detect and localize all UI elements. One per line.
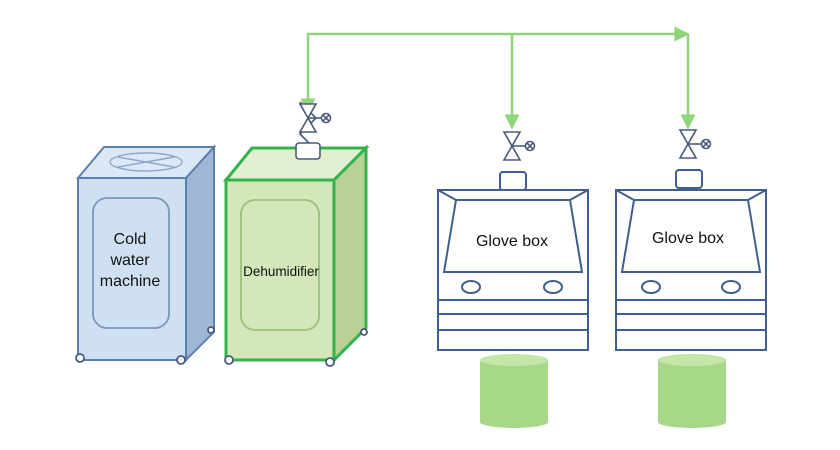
dehumidifier-port (295, 142, 321, 160)
dehumidifier-door (240, 199, 320, 331)
glove-port-icon (641, 280, 661, 294)
cold-machine-label-line1: Cold (114, 231, 147, 248)
glovebox-1-port (499, 171, 527, 191)
valve-glovebox-2 (678, 129, 712, 159)
pipe-network (300, 26, 696, 130)
cold-water-machine: Cold water machine (75, 144, 217, 365)
pipe-main-header (300, 26, 690, 114)
fan-icon (109, 152, 183, 172)
valve-glovebox-1 (502, 131, 536, 161)
glove-port-icon (461, 280, 481, 294)
glovebox-2-port (675, 169, 703, 189)
glovebox-1-label: Glove box (476, 233, 548, 250)
dehumidifier-label: Dehumidifier (243, 264, 319, 279)
glove-box-1: Glove box (437, 171, 589, 351)
cold-machine-label-line3: machine (100, 273, 161, 290)
glove-port-icon (721, 280, 741, 294)
dehumidifier-side (332, 144, 368, 364)
glovebox-2-label: Glove box (652, 230, 724, 247)
valve-dehumidifier (298, 103, 332, 133)
glovebox-1-window (442, 199, 584, 273)
valve-icon (298, 103, 332, 133)
glove-box-2: Glove box (615, 169, 767, 351)
glovebox-2-window (620, 199, 762, 273)
valve-icon (502, 131, 536, 161)
cold-machine-door (92, 197, 170, 329)
canister-2 (658, 354, 726, 428)
glove-port-icon (543, 280, 563, 294)
valve-icon (678, 129, 712, 159)
canister-1 (480, 354, 548, 428)
cold-machine-label-line2: water (109, 252, 150, 269)
cold-machine-wheels (75, 326, 215, 365)
dehumidifier-wheels (224, 328, 368, 367)
dehumidifier: Dehumidifier (222, 142, 370, 367)
